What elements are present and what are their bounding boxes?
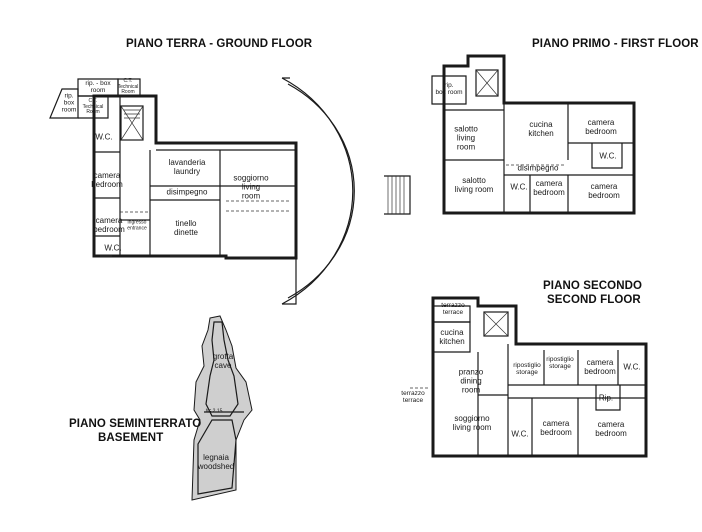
basement-title-en: BASEMENT — [98, 432, 164, 444]
sf-wc-bottom: W.C. — [511, 429, 529, 439]
second-floor-title-en: SECOND FLOOR — [547, 294, 641, 306]
basement-plan — [191, 315, 253, 501]
ff-disimpegno: disimpegno — [517, 163, 559, 173]
sf-rip: Rip. — [598, 393, 614, 403]
first-floor-plan — [431, 54, 636, 215]
second-floor-plan — [410, 296, 648, 458]
bs-level: h= 2.15 — [205, 408, 223, 415]
ff-wc-mid: W.C. — [510, 182, 528, 192]
basement-title-it: PIANO SEMINTERRATO — [69, 418, 202, 430]
gf-wc-top: W.C. — [95, 132, 113, 142]
gf-disimpegno: disimpegno — [166, 187, 208, 197]
ff-wc-right: W.C. — [599, 151, 617, 161]
ground-floor-plan — [49, 77, 411, 305]
second-floor-title-it: PIANO SECONDO — [543, 280, 643, 292]
gf-wc-bottom: W.C. — [104, 243, 122, 253]
sf-wc-right: W.C. — [623, 362, 641, 372]
ground-floor-title: PIANO TERRA - GROUND FLOOR — [126, 38, 313, 50]
ff-rip-box: rip.box room — [435, 82, 463, 96]
first-floor-title: PIANO PRIMO - FIRST FLOOR — [532, 38, 699, 50]
